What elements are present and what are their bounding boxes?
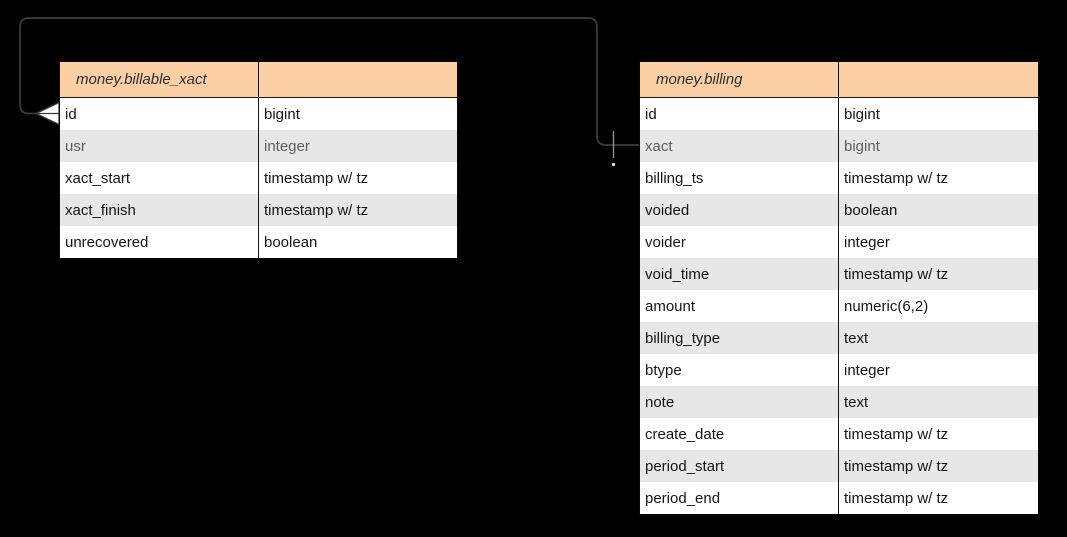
table-row: period_start timestamp w/ tz [640,450,1038,482]
column-type-cell: integer [844,361,890,379]
column-name-cell: xact [640,130,839,162]
table-row: billing_type text [640,322,1038,354]
column-name-cell: voider [640,226,839,258]
column-name-cell: period_start [640,450,839,482]
column-name-cell: note [640,386,839,418]
table-money-billing[interactable]: money.billing id bigint xact bigint billing_… [639,61,1039,515]
table-row: amount numeric(6,2) [640,290,1038,322]
table-title[interactable]: money.billable_xact [60,62,259,97]
column-type-cell: bigint [264,105,300,123]
table-row: xact_start timestamp w/ tz [60,162,457,194]
table-header: money.billable_xact [60,62,457,98]
table-row: usr integer [60,130,457,162]
column-type-cell: boolean [844,201,898,219]
column-type-cell: timestamp w/ tz [844,489,949,507]
column-type-cell: text [844,393,869,411]
table-row: xact_finish timestamp w/ tz [60,194,457,226]
column-name-cell: id [60,98,259,130]
column-type-cell: timestamp w/ tz [264,201,369,219]
column-name-cell: void_time [640,258,839,290]
column-name-cell: billing_type [640,322,839,354]
column-name-cell: period_end [640,482,839,514]
column-name-cell: id [640,98,839,130]
table-rows: id bigint usr integer xact_start timestamp w/… [60,98,457,258]
column-name-cell: xact_finish [60,194,259,226]
column-name-cell: unrecovered [60,226,259,258]
column-name-cell: btype [640,354,839,386]
table-row: billing_ts timestamp w/ tz [640,162,1038,194]
column-name-cell: amount [640,290,839,322]
table-header: money.billing [640,62,1038,98]
column-type-cell: boolean [264,233,318,251]
column-name-cell: voided [640,194,839,226]
column-name-cell: xact_start [60,162,259,194]
table-row: voided boolean [640,194,1038,226]
column-type-cell: integer [844,233,890,251]
connector-line [19,17,639,146]
connector-dot [611,162,616,167]
column-type-cell: timestamp w/ tz [844,265,949,283]
table-money-billable-xact[interactable]: money.billable_xact id bigint usr integer xa… [59,61,458,259]
table-row: void_time timestamp w/ tz [640,258,1038,290]
column-type-cell: bigint [844,105,880,123]
column-type-cell: integer [264,137,310,155]
column-type-cell: bigint [844,137,880,155]
table-row: create_date timestamp w/ tz [640,418,1038,450]
column-type-cell: timestamp w/ tz [844,425,949,443]
column-type-cell: timestamp w/ tz [264,169,369,187]
table-row: voider integer [640,226,1038,258]
table-row: id bigint [640,98,1038,130]
table-rows: id bigint xact bigint billing_ts timestamp w/… [640,98,1038,514]
table-row: id bigint [60,98,457,130]
table-header-spacer [259,62,457,97]
table-row: xact bigint [640,130,1038,162]
column-name-cell: billing_ts [640,162,839,194]
table-row: btype integer [640,354,1038,386]
table-title[interactable]: money.billing [640,62,839,97]
table-row: note text [640,386,1038,418]
column-name-cell: usr [60,130,259,162]
column-type-cell: numeric(6,2) [844,297,929,315]
table-row: period_end timestamp w/ tz [640,482,1038,514]
column-type-cell: timestamp w/ tz [844,457,949,475]
column-name-cell: create_date [640,418,839,450]
table-row: unrecovered boolean [60,226,457,258]
table-header-spacer [839,62,1038,97]
column-type-cell: timestamp w/ tz [844,169,949,187]
column-type-cell: text [844,329,869,347]
